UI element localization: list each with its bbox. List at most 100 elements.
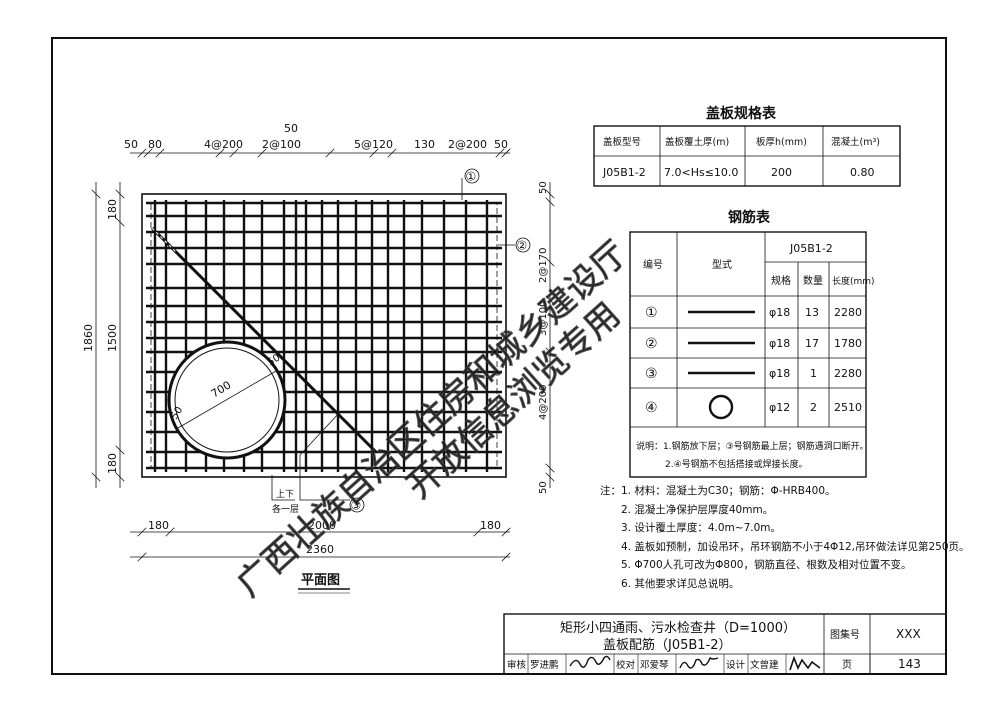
rebar-grid — [146, 200, 502, 472]
general-notes: 注：1. 材料：混凝土为C30；钢筋：Φ-HRB400。 2. 混凝土净保护层厚… — [600, 482, 990, 593]
rebar-col-shape: 型式 — [712, 258, 732, 271]
bottom-dim-left: 180 — [148, 519, 169, 532]
rebar-col-qty: 数量 — [803, 274, 823, 287]
spec-cell-cover: 7.0<Hs≤10.0 — [664, 166, 738, 179]
atlas-no: XXX — [896, 627, 921, 641]
reviewer-signature — [569, 655, 611, 668]
dim-tick — [501, 527, 511, 537]
note-4: 4. 盖板如预制，加设吊环，吊环钢筋不小于4Φ12,吊环做法详见第250页。 — [621, 540, 970, 553]
right-dim-4at200: 4@200 — [538, 385, 549, 420]
dim-tick — [545, 472, 555, 482]
note-line-1: 注：1. 材料：混凝土为C30；钢筋：Φ-HRB400。 — [600, 482, 990, 501]
rebar-col-no: 编号 — [643, 258, 663, 271]
layer-note-leader — [271, 475, 295, 501]
title-block-frame — [503, 613, 947, 675]
dim-tick — [545, 257, 555, 267]
marker-3-arrow — [299, 411, 341, 456]
note-line-5: 5. Φ700人孔可改为Φ800，钢筋直径、根数及相对位置不变。 — [600, 556, 990, 575]
manhole-ring-bar — [174, 347, 280, 453]
watermark: 广西壮族自治区住房和城乡建设厅 开放信息浏览专用 — [229, 233, 636, 605]
rebar-no: ② — [645, 336, 658, 352]
dim-tick — [545, 197, 555, 207]
dim-tick — [115, 189, 125, 199]
atlas-no-label: 图集号 — [830, 628, 860, 641]
note-3: 3. 设计覆土厚度：4.0m~7.0m。 — [621, 522, 782, 534]
rebar-note-2: 2.④号钢筋不包括搭接或焊接长度。 — [665, 458, 808, 470]
marker-2 — [515, 237, 531, 253]
top-dim-label: 130 — [414, 138, 435, 151]
rebar-length: 2280 — [834, 306, 862, 319]
watermark-line-1: 广西壮族自治区住房和城乡建设厅 — [229, 234, 635, 605]
right-dimensions — [545, 189, 555, 482]
dim-tick — [545, 189, 555, 199]
layer-note-1: 上下 — [276, 489, 294, 500]
bottom-dim-mid: 2000 — [308, 519, 336, 532]
sheet-border — [51, 37, 947, 675]
ring-bar-shape — [708, 394, 734, 420]
spec-cell-thick: 200 — [771, 166, 792, 179]
dim-tick — [545, 295, 555, 305]
rebar-qty: 2 — [810, 401, 817, 414]
rebar-qty: 1 — [810, 367, 817, 380]
page-label: 页 — [842, 659, 852, 671]
check-label: 校对 — [616, 659, 636, 671]
right-dim-50-top: 50 — [538, 181, 549, 194]
top-dim-label: 50 — [124, 138, 138, 151]
note-5: 5. Φ700人孔可改为Φ800，钢筋直径、根数及相对位置不变。 — [621, 559, 912, 571]
note-line-2: 2. 混凝土净保护层厚度40mm。 — [600, 501, 990, 520]
top-dim-50-upper: 50 — [284, 122, 298, 135]
note-1: 1. 材料：混凝土为C30；钢筋：Φ-HRB400。 — [621, 485, 836, 497]
spec-table-title: 盖板规格表 — [706, 105, 777, 122]
spec-header-thick: 板厚h(mm) — [756, 136, 807, 148]
note-line-6: 6. 其他要求详见总说明。 — [600, 575, 990, 594]
plan-title: 平面图 — [301, 573, 340, 588]
slab-outline — [141, 193, 507, 478]
checker-signature — [679, 656, 719, 669]
marker-2-label: ② — [517, 239, 528, 253]
overall-width: 2360 — [306, 543, 334, 556]
left-dimensions — [91, 189, 125, 482]
page-no: 143 — [898, 657, 921, 671]
reviewer-name: 罗进鹏 — [530, 659, 559, 671]
dim-tick — [115, 472, 125, 482]
dim-tick — [215, 148, 225, 158]
top-dim-label: 5@120 — [354, 138, 393, 151]
note-line-3: 3. 设计覆土厚度：4.0m~7.0m。 — [600, 519, 990, 538]
left-dim-bottom: 180 — [106, 453, 119, 474]
overall-height: 1860 — [82, 324, 95, 352]
rebar-qty: 13 — [805, 306, 819, 319]
dim-tick — [229, 148, 239, 158]
bottom-dim-right: 180 — [480, 519, 501, 532]
dim-tick — [325, 148, 335, 158]
right-dim-2at170: 2@170 — [538, 248, 549, 283]
rebar-col-len: 长度(mm) — [832, 275, 875, 287]
right-dim-3at100: 3@100 — [538, 301, 549, 336]
dim-tick — [495, 148, 505, 158]
rebar-col-spec: 规格 — [771, 274, 791, 287]
note-2: 2. 混凝土净保护层厚度40mm。 — [621, 503, 774, 516]
dim-tick — [91, 189, 101, 199]
rebar-spec: φ18 — [769, 306, 790, 319]
dim-tick — [387, 148, 397, 158]
marker-1-label: ① — [466, 170, 477, 184]
rebar-spec: φ18 — [769, 337, 790, 350]
dim-tick — [115, 445, 125, 455]
drawing-title-1: 矩形小四通雨、污水检查井（D=1000） — [560, 621, 796, 636]
designer-signature — [789, 655, 821, 671]
spec-header-model: 盖板型号 — [603, 136, 641, 148]
dim-tick — [501, 552, 511, 562]
dim-tick — [137, 148, 147, 158]
top-dim-label: 4@200 — [204, 138, 243, 151]
top-dim-label: 2@200 — [448, 138, 487, 151]
rebar-length: 2280 — [834, 367, 862, 380]
manhole-opening — [167, 340, 287, 460]
title-block: 矩形小四通雨、污水检查井（D=1000） 盖板配筋（J05B1-2） 图集号 X… — [503, 613, 947, 675]
left-dim-mid: 1500 — [106, 324, 119, 352]
dim-tick — [143, 148, 153, 158]
dim-tick — [115, 217, 125, 227]
note-line-4: 4. 盖板如预制，加设吊环，吊环钢筋不小于4Φ12,吊环做法详见第250页。 — [600, 538, 990, 557]
top-dim-label: 50 — [494, 138, 508, 151]
